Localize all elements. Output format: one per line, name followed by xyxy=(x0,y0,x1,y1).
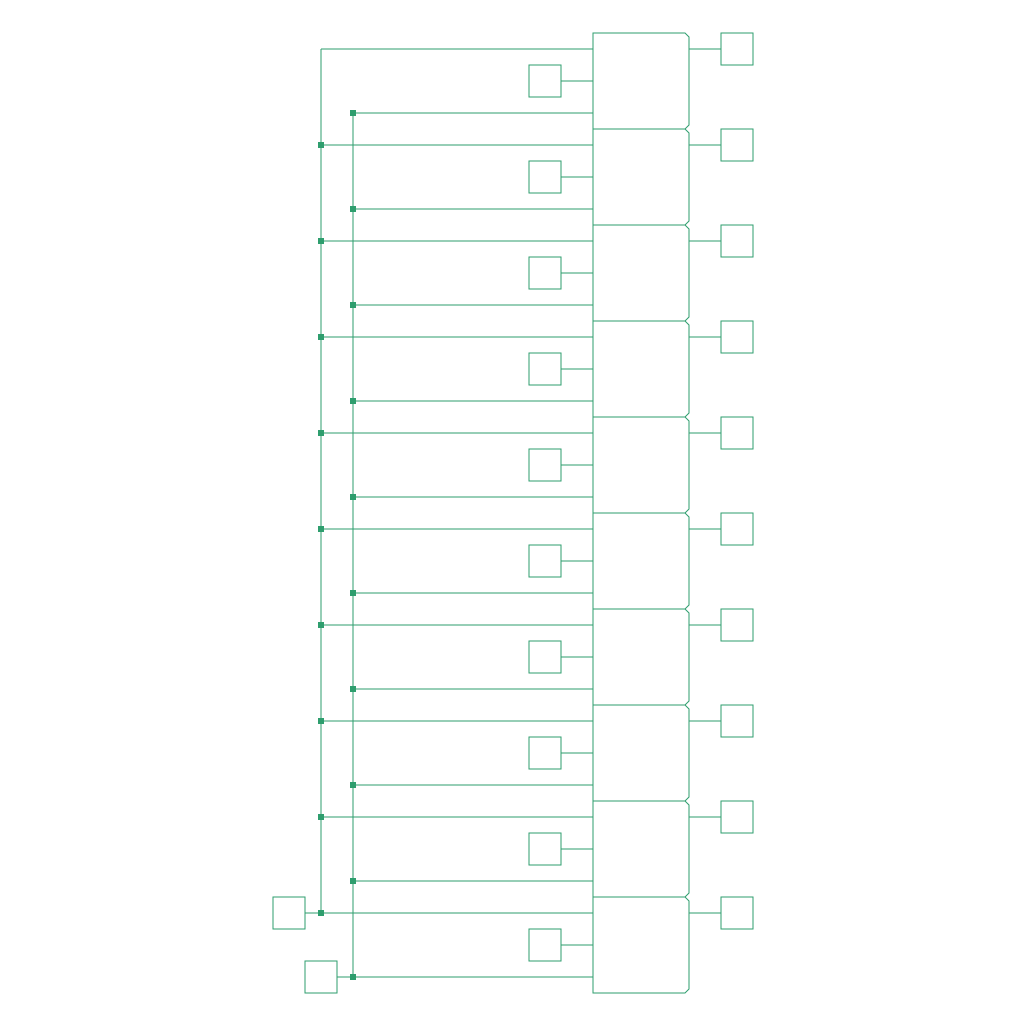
bus-b-junction xyxy=(350,110,356,116)
bus-b-junction xyxy=(350,398,356,404)
bus-b-junction xyxy=(350,206,356,212)
output-box xyxy=(720,704,754,738)
input-a-box xyxy=(272,896,306,930)
stage-10 xyxy=(318,896,754,994)
stage-5 xyxy=(318,416,754,514)
input-box xyxy=(528,640,562,674)
logic-block xyxy=(592,32,690,130)
logic-block xyxy=(592,512,690,610)
stage-9 xyxy=(318,800,754,898)
shared-input-b xyxy=(304,960,353,994)
stage-6 xyxy=(318,512,754,610)
output-box xyxy=(720,416,754,450)
output-box xyxy=(720,512,754,546)
bus-a-junction xyxy=(318,718,324,724)
stage-3 xyxy=(318,224,754,322)
logic-block xyxy=(592,896,690,994)
input-box xyxy=(528,544,562,578)
bus-b-junction xyxy=(350,782,356,788)
stage-7 xyxy=(318,608,754,706)
bus-b-junction xyxy=(350,590,356,596)
logic-block xyxy=(592,320,690,418)
input-box xyxy=(528,256,562,290)
shared-input-a xyxy=(272,896,321,930)
output-box xyxy=(720,896,754,930)
bus-b-junction xyxy=(350,878,356,884)
bus-a-junction xyxy=(318,334,324,340)
stage-1 xyxy=(321,32,754,130)
stage-2 xyxy=(318,128,754,226)
logic-block xyxy=(592,704,690,802)
bus-b-junction xyxy=(350,302,356,308)
output-box xyxy=(720,128,754,162)
input-box xyxy=(528,64,562,98)
bus-a-junction xyxy=(318,142,324,148)
input-box xyxy=(528,352,562,386)
input-box xyxy=(528,832,562,866)
input-box xyxy=(528,928,562,962)
input-box xyxy=(528,448,562,482)
logic-block xyxy=(592,128,690,226)
logic-block xyxy=(592,416,690,514)
bus-a-junction xyxy=(318,622,324,628)
shared-inputs xyxy=(272,896,353,994)
logic-block xyxy=(592,608,690,706)
bus-b-junction xyxy=(350,494,356,500)
input-box xyxy=(528,736,562,770)
output-box xyxy=(720,800,754,834)
output-box xyxy=(720,224,754,258)
bus-a-junction xyxy=(318,526,324,532)
bus-lines xyxy=(320,49,354,977)
stages xyxy=(318,32,754,994)
output-box xyxy=(720,320,754,354)
bus-a-junction xyxy=(318,430,324,436)
bus-a-junction xyxy=(318,238,324,244)
logic-block xyxy=(592,224,690,322)
output-box xyxy=(720,608,754,642)
input-b-box xyxy=(304,960,338,994)
stage-4 xyxy=(318,320,754,418)
output-box xyxy=(720,32,754,66)
bus-a-junction xyxy=(318,814,324,820)
input-box xyxy=(528,160,562,194)
stage-8 xyxy=(318,704,754,802)
logic-block xyxy=(592,800,690,898)
bus-b-junction xyxy=(350,686,356,692)
